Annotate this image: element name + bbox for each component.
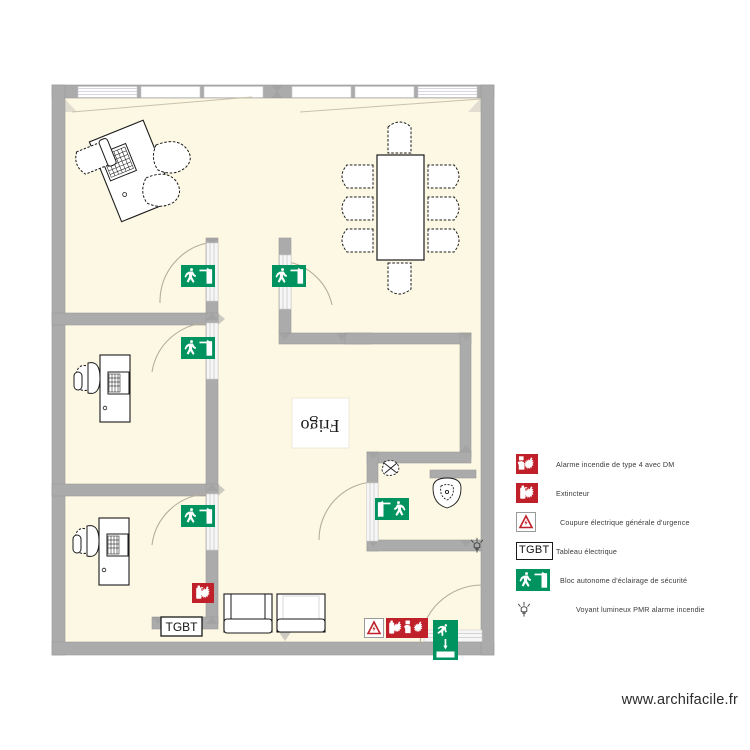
fridge-label: Frigo bbox=[300, 416, 339, 436]
wall-seg bbox=[429, 469, 477, 479]
tgbt-plan-label[interactable]: TGBT bbox=[160, 616, 203, 637]
window-opening bbox=[77, 86, 138, 98]
fire-alarm-manual-call-point-icon bbox=[516, 454, 550, 474]
legend-label-alarme: Alarme incendie de type 4 avec DM bbox=[556, 459, 675, 469]
legend-item-coupure: Coupure électrique générale d'urgence bbox=[516, 508, 741, 536]
door-swing bbox=[159, 242, 208, 301]
legend-item-alarme: Alarme incendie de type 4 avec DM bbox=[516, 450, 741, 478]
armchair bbox=[223, 593, 273, 634]
meeting-chair bbox=[427, 196, 460, 221]
meeting-chair bbox=[341, 228, 374, 253]
electrical-emergency-cutoff-icon bbox=[516, 512, 550, 532]
office-chair bbox=[73, 362, 101, 394]
mouse bbox=[102, 405, 108, 411]
legend-label-baes: Bloc autonome d'éclairage de sécurité bbox=[560, 575, 688, 585]
conference-table bbox=[376, 154, 425, 261]
wall-seg bbox=[459, 332, 472, 459]
wc-toilet bbox=[381, 460, 400, 476]
window-opening bbox=[140, 86, 201, 98]
pmr-alarm-indicator-lamp-icon bbox=[516, 600, 550, 618]
legend-item-baes: Bloc autonome d'éclairage de sécurité bbox=[516, 566, 741, 594]
emergency-exit-light-icon bbox=[516, 569, 550, 591]
round-chair bbox=[142, 173, 180, 207]
monitor bbox=[106, 533, 129, 557]
legend-item-tgbt: TGBT Tableau électrique bbox=[516, 537, 741, 565]
furniture-meeting-room bbox=[341, 121, 460, 295]
office-chair bbox=[72, 525, 100, 557]
wash-basin bbox=[432, 477, 462, 509]
legend-label-voyant: Voyant lumineux PMR alarme incendie bbox=[576, 604, 705, 614]
tgbt-icon-text: TGBT bbox=[516, 542, 553, 560]
furniture-lounge bbox=[223, 593, 326, 634]
monitor bbox=[107, 371, 130, 395]
meeting-chair bbox=[387, 121, 412, 154]
refrigerator: Frigo bbox=[291, 397, 350, 449]
window-opening bbox=[354, 86, 415, 98]
baes-3[interactable] bbox=[181, 337, 215, 359]
legend-label-extincteur: Extincteur bbox=[556, 488, 590, 498]
meeting-chair bbox=[341, 164, 374, 189]
keyboard bbox=[107, 535, 120, 555]
meeting-chair bbox=[341, 196, 374, 221]
alarme-extincteur-bar[interactable] bbox=[386, 618, 428, 638]
monitor bbox=[98, 142, 138, 182]
armchair bbox=[276, 593, 326, 633]
meeting-chair bbox=[387, 262, 412, 295]
legend-label-tgbt: Tableau électrique bbox=[556, 546, 618, 556]
window-opening bbox=[203, 86, 264, 98]
legend-item-voyant: Voyant lumineux PMR alarme incendie bbox=[516, 595, 741, 623]
office-chair bbox=[75, 138, 117, 175]
coupure-1[interactable] bbox=[363, 617, 385, 639]
baes-6[interactable] bbox=[433, 620, 458, 660]
baes-5[interactable] bbox=[375, 498, 409, 520]
baes-4[interactable] bbox=[181, 505, 215, 527]
wall-seg bbox=[51, 483, 219, 497]
watermark-url: www.archifacile.fr bbox=[621, 692, 738, 708]
baes-1[interactable] bbox=[181, 265, 215, 287]
legend-label-coupure: Coupure électrique générale d'urgence bbox=[560, 517, 690, 527]
baes-2[interactable] bbox=[272, 265, 306, 287]
legend-panel: Alarme incendie de type 4 avec DM Extinc… bbox=[516, 450, 741, 624]
door-swing bbox=[318, 481, 373, 541]
extincteur-1[interactable] bbox=[192, 583, 214, 603]
wall-seg bbox=[366, 451, 472, 464]
mouse bbox=[122, 192, 128, 197]
tgbt-panel-icon: TGBT bbox=[516, 542, 553, 560]
fire-extinguisher-icon bbox=[516, 483, 550, 503]
door-swing bbox=[151, 322, 208, 373]
furniture-office-top-left bbox=[75, 119, 191, 223]
furniture-office-mid-left bbox=[73, 354, 131, 423]
top-wall-openings bbox=[64, 85, 482, 113]
legend-item-extincteur: Extincteur bbox=[516, 479, 741, 507]
meeting-chair bbox=[427, 164, 460, 189]
wc-fixtures bbox=[381, 460, 462, 509]
wall-seg bbox=[366, 539, 482, 552]
wall-seg bbox=[344, 332, 472, 345]
wall-seg bbox=[51, 312, 219, 326]
window-opening bbox=[417, 86, 478, 98]
meeting-chair bbox=[427, 228, 460, 253]
svg-text:TGBT: TGBT bbox=[166, 620, 199, 634]
mouse bbox=[101, 567, 107, 573]
furniture-office-bottom-left bbox=[72, 517, 130, 586]
door-swing bbox=[151, 493, 208, 546]
window-opening bbox=[291, 86, 352, 98]
round-chair bbox=[152, 141, 191, 174]
keyboard bbox=[108, 373, 121, 393]
